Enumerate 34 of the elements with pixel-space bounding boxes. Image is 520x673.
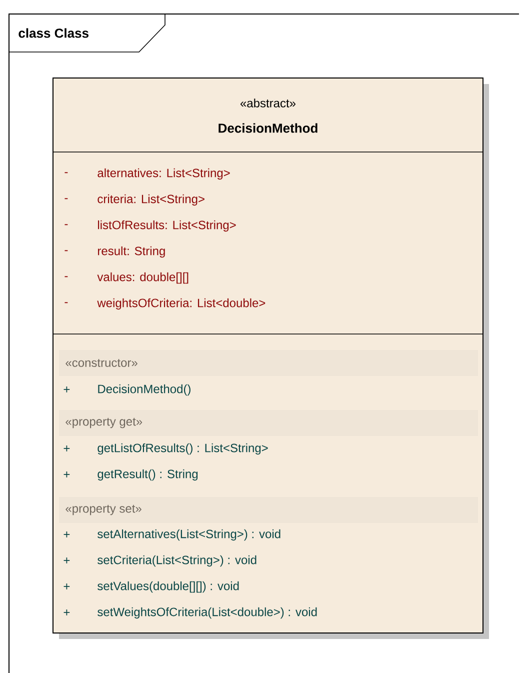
visibility-marker: + bbox=[64, 446, 70, 452]
attribute-text: values: double[][] bbox=[97, 272, 188, 284]
frame-title: class Class bbox=[18, 28, 88, 38]
attribute-text: alternatives: List<String> bbox=[98, 168, 230, 180]
stereotype-band: «constructor» bbox=[59, 350, 478, 376]
attribute-text: criteria: List<String> bbox=[98, 194, 204, 206]
diagram-frame bbox=[8, 14, 520, 673]
stereotype-label: «abstract» bbox=[240, 98, 296, 108]
visibility-marker: + bbox=[64, 610, 70, 616]
visibility-marker: - bbox=[64, 224, 68, 226]
operation-text: DecisionMethod() bbox=[98, 384, 190, 396]
visibility-marker: + bbox=[64, 386, 70, 392]
visibility-marker: - bbox=[64, 198, 68, 200]
visibility-marker: - bbox=[64, 250, 68, 252]
visibility-marker: - bbox=[64, 172, 68, 174]
visibility-marker: + bbox=[64, 584, 70, 590]
operation-text: getResult() : String bbox=[98, 469, 198, 481]
operation-text: setWeightsOfCriteria(List<double>) : void bbox=[98, 607, 317, 619]
attribute-text: result: String bbox=[98, 246, 165, 258]
visibility-marker: - bbox=[64, 276, 68, 278]
operation-text: setCriteria(List<String>) : void bbox=[98, 555, 256, 567]
visibility-marker: + bbox=[64, 532, 70, 538]
operation-text: getListOfResults() : List<String> bbox=[98, 443, 268, 455]
operation-text: setValues(double[][]) : void bbox=[98, 581, 239, 593]
stereotype-band: «property get» bbox=[59, 410, 478, 436]
visibility-marker: + bbox=[64, 472, 70, 478]
visibility-marker: + bbox=[64, 558, 70, 564]
stereotype-band: «property set» bbox=[59, 497, 478, 523]
attribute-text: weightsOfCriteria: List<double> bbox=[97, 298, 266, 310]
visibility-marker: - bbox=[64, 302, 68, 304]
attribute-text: listOfResults: List<String> bbox=[98, 220, 236, 232]
frame-tab bbox=[8, 14, 166, 52]
operation-text: setAlternatives(List<String>) : void bbox=[98, 529, 280, 541]
class-name: DecisionMethod bbox=[218, 123, 318, 133]
